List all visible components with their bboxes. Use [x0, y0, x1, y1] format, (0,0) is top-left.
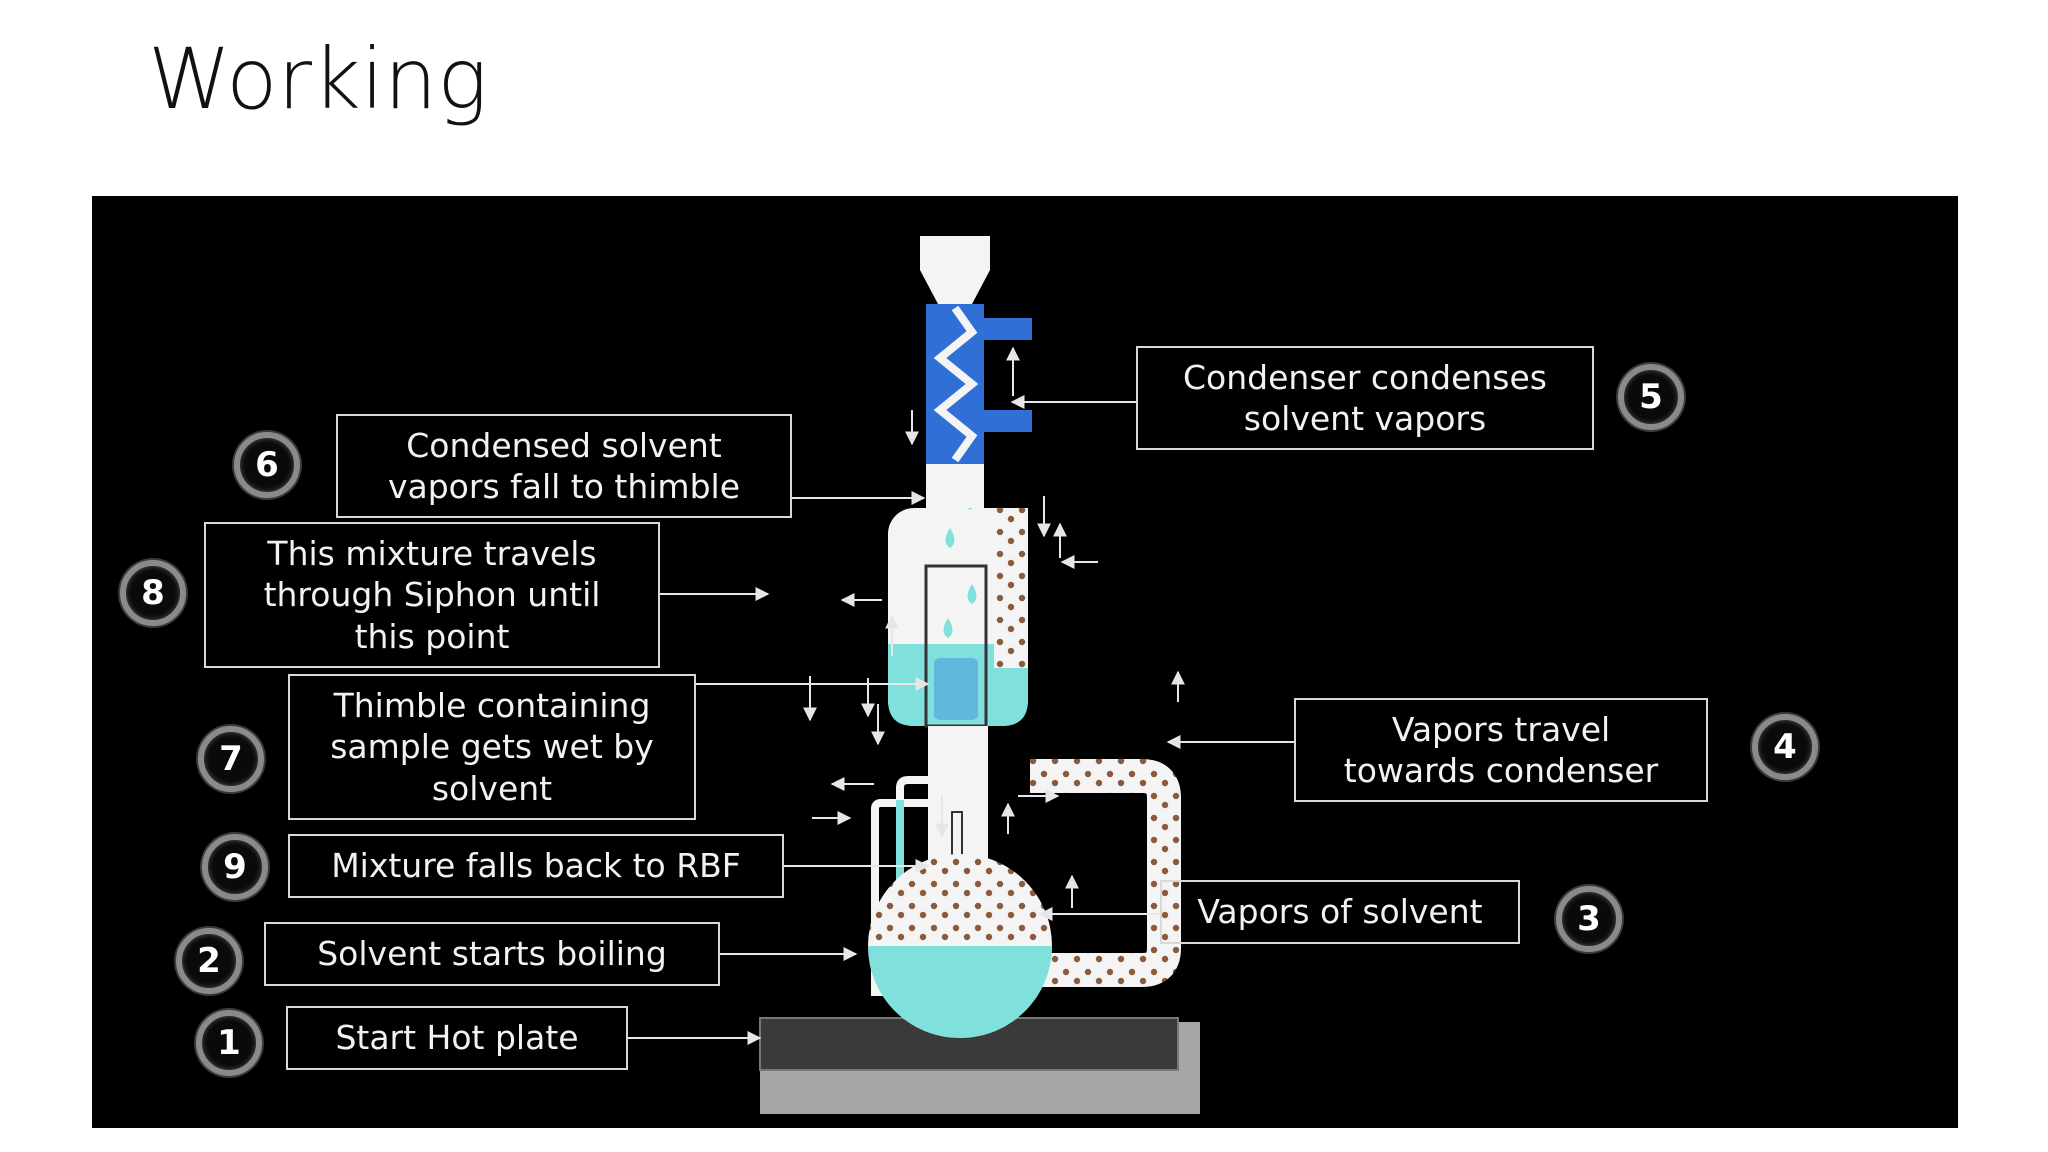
step-3-label: Vapors of solvent	[1160, 880, 1520, 944]
step-5-badge: 5	[1618, 364, 1684, 430]
apparatus-drawing	[628, 236, 1294, 1114]
step-6-badge: 6	[234, 432, 300, 498]
flask-neck	[928, 726, 988, 876]
condenser-cap	[920, 236, 990, 270]
condenser-neck	[926, 464, 984, 508]
leader-lines	[628, 395, 1294, 1045]
step-8-badge: 8	[120, 560, 186, 626]
condenser-funnel	[920, 270, 990, 304]
step-8-label: This mixture travels through Siphon unti…	[204, 522, 660, 668]
step-9-label: Mixture falls back to RBF	[288, 834, 784, 898]
soxhlet-diagram: Condenser condenses solvent vapors 5 Con…	[92, 196, 1958, 1128]
step-1-label: Start Hot plate	[286, 1006, 628, 1070]
vapor-column	[994, 508, 1028, 668]
step-3-badge: 3	[1556, 886, 1622, 952]
flask-solvent	[868, 946, 1052, 1038]
step-7-label: Thimble containing sample gets wet by so…	[288, 674, 696, 820]
step-2-label: Solvent starts boiling	[264, 922, 720, 986]
step-4-badge: 4	[1752, 714, 1818, 780]
step-1-badge: 1	[196, 1010, 262, 1076]
step-2-badge: 2	[176, 928, 242, 994]
step-5-label: Condenser condenses solvent vapors	[1136, 346, 1594, 450]
siphon-top-link	[896, 776, 966, 800]
step-6-label: Condensed solvent vapors fall to thimble	[336, 414, 792, 518]
siphon	[871, 799, 940, 996]
condenser-inlet	[984, 318, 1032, 340]
slide-title: Working	[148, 30, 488, 128]
step-9-badge: 9	[202, 834, 268, 900]
condenser-coil	[933, 305, 979, 463]
step-7-badge: 7	[198, 726, 264, 792]
condenser-outlet	[984, 410, 1032, 432]
thimble-sample	[934, 658, 978, 720]
vapor-side-arm	[987, 759, 1181, 987]
step-4-label: Vapors travel towards condenser	[1294, 698, 1708, 802]
